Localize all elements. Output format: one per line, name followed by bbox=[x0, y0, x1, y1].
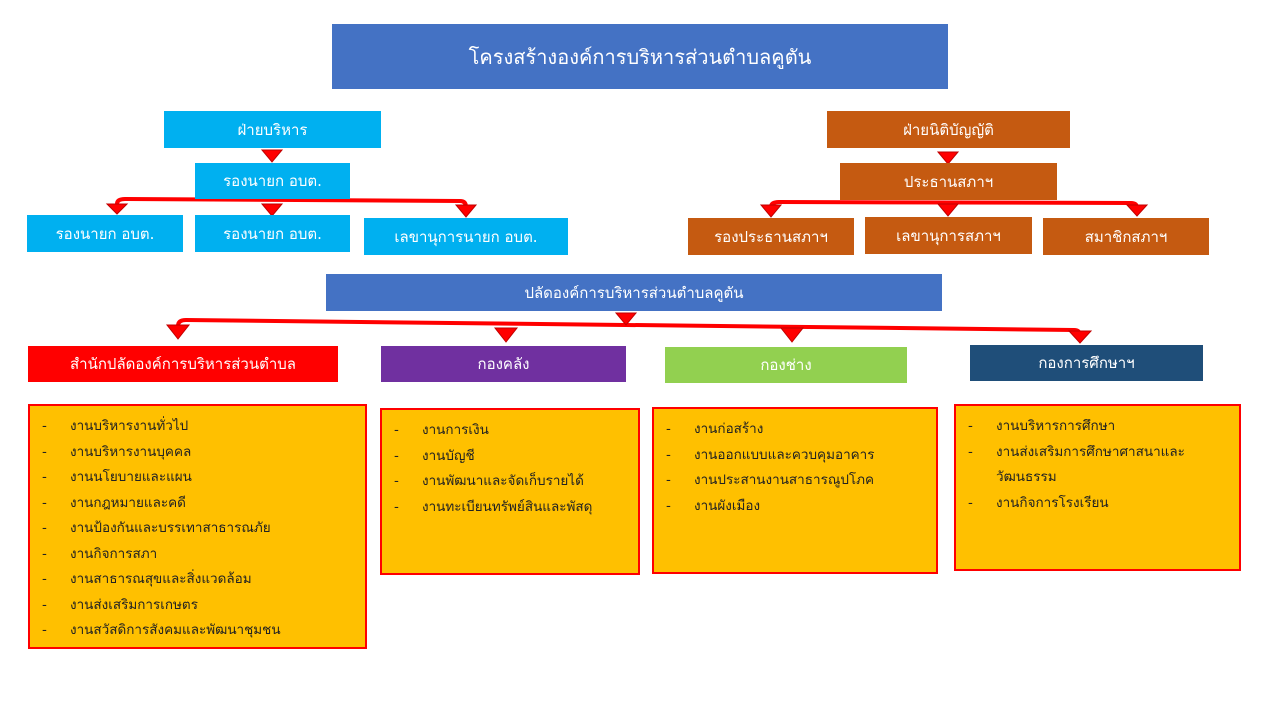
list-item: -งานบริหารงานทั่วไป bbox=[42, 418, 189, 434]
legislative-member-1: รองประธานสภาฯ bbox=[688, 218, 854, 255]
list-item: -งานทะเบียนทรัพย์สินและพัสดุ bbox=[394, 498, 593, 515]
department-3: กองช่าง bbox=[665, 347, 907, 383]
department-4: กองการศึกษาฯ bbox=[970, 345, 1203, 381]
list-item: -งานบริหารการศึกษา bbox=[968, 418, 1116, 434]
legislative-member-3: สมาชิกสภาฯ bbox=[1043, 218, 1209, 255]
task-list-3: -งานก่อสร้าง -งานออกแบบและควบคุมอาคาร -ง… bbox=[652, 407, 938, 574]
arrow-leg-2 bbox=[936, 203, 960, 217]
list-item: -งานผังเมือง bbox=[666, 497, 761, 514]
list-item: -งานกิจการสภา bbox=[42, 545, 158, 562]
arrow-leg-chief bbox=[936, 151, 960, 165]
list-item: -งานการเงิน bbox=[394, 422, 489, 438]
legislative-chief: ประธานสภาฯ bbox=[840, 163, 1057, 200]
arrow-admin-center bbox=[614, 312, 638, 326]
list-item: -งานส่งเสริมการเกษตร bbox=[42, 596, 198, 613]
task-list-2: -งานการเงิน -งานบัญชี -งานพัฒนาและจัดเก็… bbox=[380, 408, 640, 575]
executive-member-1: รองนายก อบต. bbox=[27, 215, 183, 252]
list-item: -งานสาธารณสุขและสิ่งแวดล้อม bbox=[42, 571, 252, 587]
list-item: -งานกิจการโรงเรียน bbox=[968, 494, 1109, 511]
list-item: -งานสวัสดิการสังคมและพัฒนาชุมชน bbox=[42, 622, 281, 638]
department-2: กองคลัง bbox=[381, 346, 626, 382]
arrow-dept-4 bbox=[1067, 330, 1093, 344]
department-1: สำนักปลัดองค์การบริหารส่วนตำบล bbox=[28, 346, 338, 382]
arrow-dept-1 bbox=[165, 324, 191, 340]
arrow-dept-2 bbox=[493, 327, 519, 343]
list-item: -งานนโยบายและแผน bbox=[42, 469, 192, 485]
arrow-exec-3 bbox=[454, 204, 478, 218]
list-item: -งานพัฒนาและจัดเก็บรายได้ bbox=[394, 473, 584, 489]
list-item: -งานส่งเสริมการศึกษาศาสนาและวัฒนธรรม bbox=[968, 443, 1185, 486]
arrow-exec-2 bbox=[260, 203, 284, 217]
arrow-leg-3 bbox=[1125, 204, 1149, 217]
arrow-exec-1 bbox=[105, 203, 129, 215]
arrow-exec-chief bbox=[260, 149, 284, 163]
legislative-head: ฝ่ายนิติบัญญัติ bbox=[827, 111, 1070, 148]
arrow-dept-3 bbox=[779, 327, 805, 343]
list-item: -งานกฎหมายและคดี bbox=[42, 494, 186, 511]
list-item: -งานบัญชี bbox=[394, 447, 475, 464]
list-item: -งานป้องกันและบรรเทาสาธารณภัย bbox=[42, 520, 271, 536]
task-list-4: -งานบริหารการศึกษา -งานส่งเสริมการศึกษาศ… bbox=[954, 404, 1241, 571]
list-item: -งานออกแบบและควบคุมอาคาร bbox=[666, 446, 875, 463]
list-item: -งานประสานงานสาธารณูปโภค bbox=[666, 472, 875, 488]
arrow-leg-1 bbox=[759, 204, 783, 218]
list-item: -งานบริหารงานบุคคล bbox=[42, 443, 192, 460]
executive-head: ฝ่ายบริหาร bbox=[164, 111, 381, 148]
executive-chief: รองนายก อบต. bbox=[195, 163, 350, 199]
legislative-member-2: เลขานุการสภาฯ bbox=[865, 217, 1032, 254]
org-title: โครงสร้างองค์การบริหารส่วนตำบลคูตัน bbox=[332, 24, 948, 89]
task-list-1: -งานบริหารงานทั่วไป -งานบริหารงานบุคคล -… bbox=[28, 404, 367, 649]
list-item: -งานก่อสร้าง bbox=[666, 421, 764, 437]
executive-member-2: รองนายก อบต. bbox=[195, 215, 350, 252]
executive-member-3: เลขานุการนายก อบต. bbox=[364, 218, 568, 255]
admin-head: ปลัดองค์การบริหารส่วนตำบลคูตัน bbox=[326, 274, 942, 311]
